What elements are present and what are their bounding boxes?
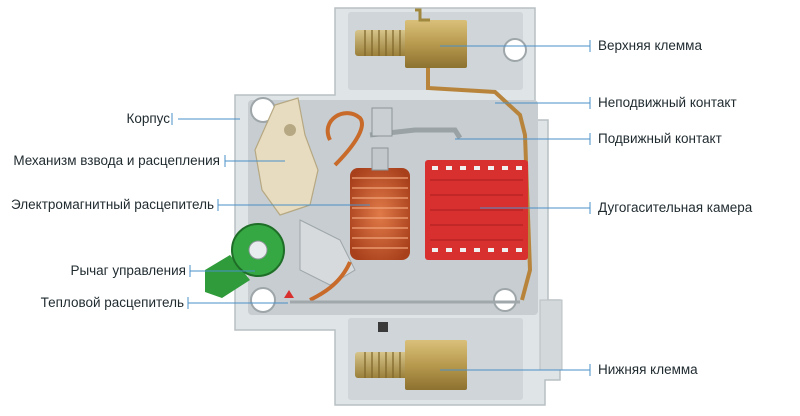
label-cocking-mechanism: Механизм взвода и расцепления (13, 153, 220, 168)
arc-chamber (425, 160, 528, 260)
fixed-contact-strip (426, 68, 533, 301)
label-lower-terminal: Нижняя клемма (598, 362, 698, 377)
label-arc-chamber: Дугогасительная камера (598, 200, 753, 215)
label-thermal-release: Тепловой расцепитель (40, 295, 184, 310)
label-housing: Корпус (126, 111, 170, 126)
label-upper-terminal: Верхняя клемма (598, 38, 702, 53)
label-fixed-contact: Неподвижный контакт (598, 95, 737, 110)
label-electromagnetic-release: Электромагнитный расцепитель (11, 197, 214, 212)
leader-lines (171, 40, 591, 376)
electromagnetic-coil (309, 111, 410, 302)
control-lever (205, 223, 285, 298)
upper-terminal (355, 8, 467, 68)
label-moving-contact: Подвижный контакт (598, 131, 722, 146)
cocking-mechanism (254, 97, 356, 286)
thermal-indicator-icon (284, 290, 294, 298)
label-control-lever: Рычаг управления (70, 263, 186, 278)
lower-terminal (355, 322, 467, 390)
